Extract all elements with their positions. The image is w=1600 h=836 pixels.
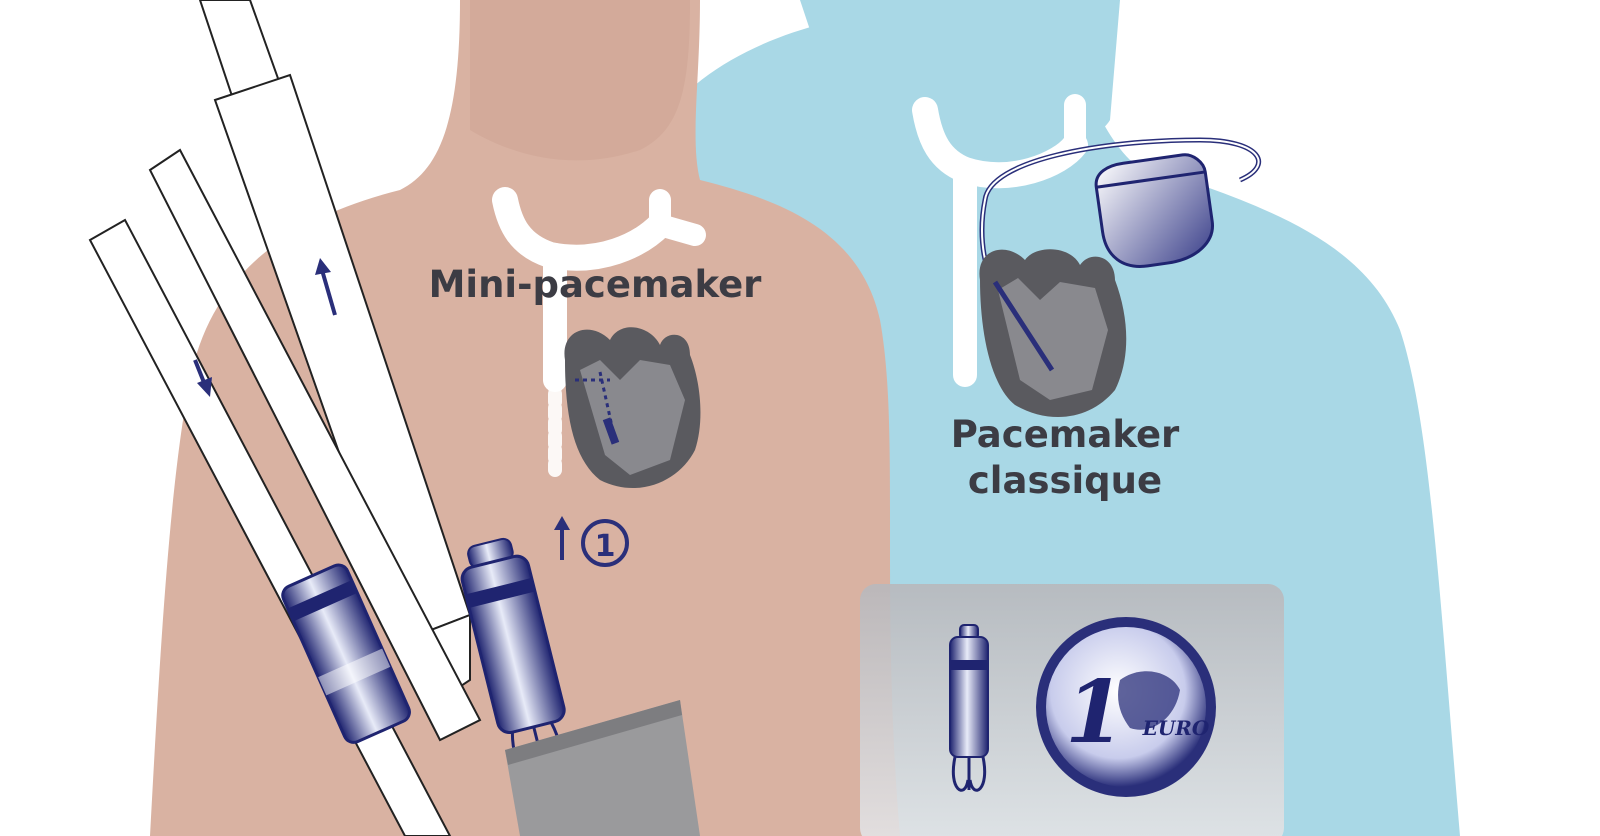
mini-pacemaker-compare-icon <box>949 624 989 792</box>
mini-pacemaker-icon <box>460 537 566 774</box>
coin-text: EURO <box>1142 716 1210 740</box>
mini-pacemaker-in-catheter <box>281 563 411 744</box>
arrow-icon <box>554 516 570 560</box>
vein-left <box>492 187 706 477</box>
mini-pacemaker-label: Mini-pacemaker <box>428 263 762 306</box>
blue-neck <box>800 0 1120 158</box>
heart-icon-right <box>979 249 1127 417</box>
classic-pacemaker-label: Pacemaker classique <box>950 413 1180 503</box>
heart-icon-left <box>564 327 701 489</box>
coin-value: 1 <box>1065 662 1125 763</box>
classic-pacemaker-icon <box>1094 153 1214 268</box>
euro-coin-icon: 1 EURO <box>1036 617 1216 797</box>
step-number: 1 <box>595 529 616 564</box>
neck-shadow <box>470 0 690 161</box>
step-circle <box>581 519 629 567</box>
catheter-arrow <box>320 269 337 316</box>
vein-right <box>912 94 1088 387</box>
tissue-block <box>505 700 700 836</box>
